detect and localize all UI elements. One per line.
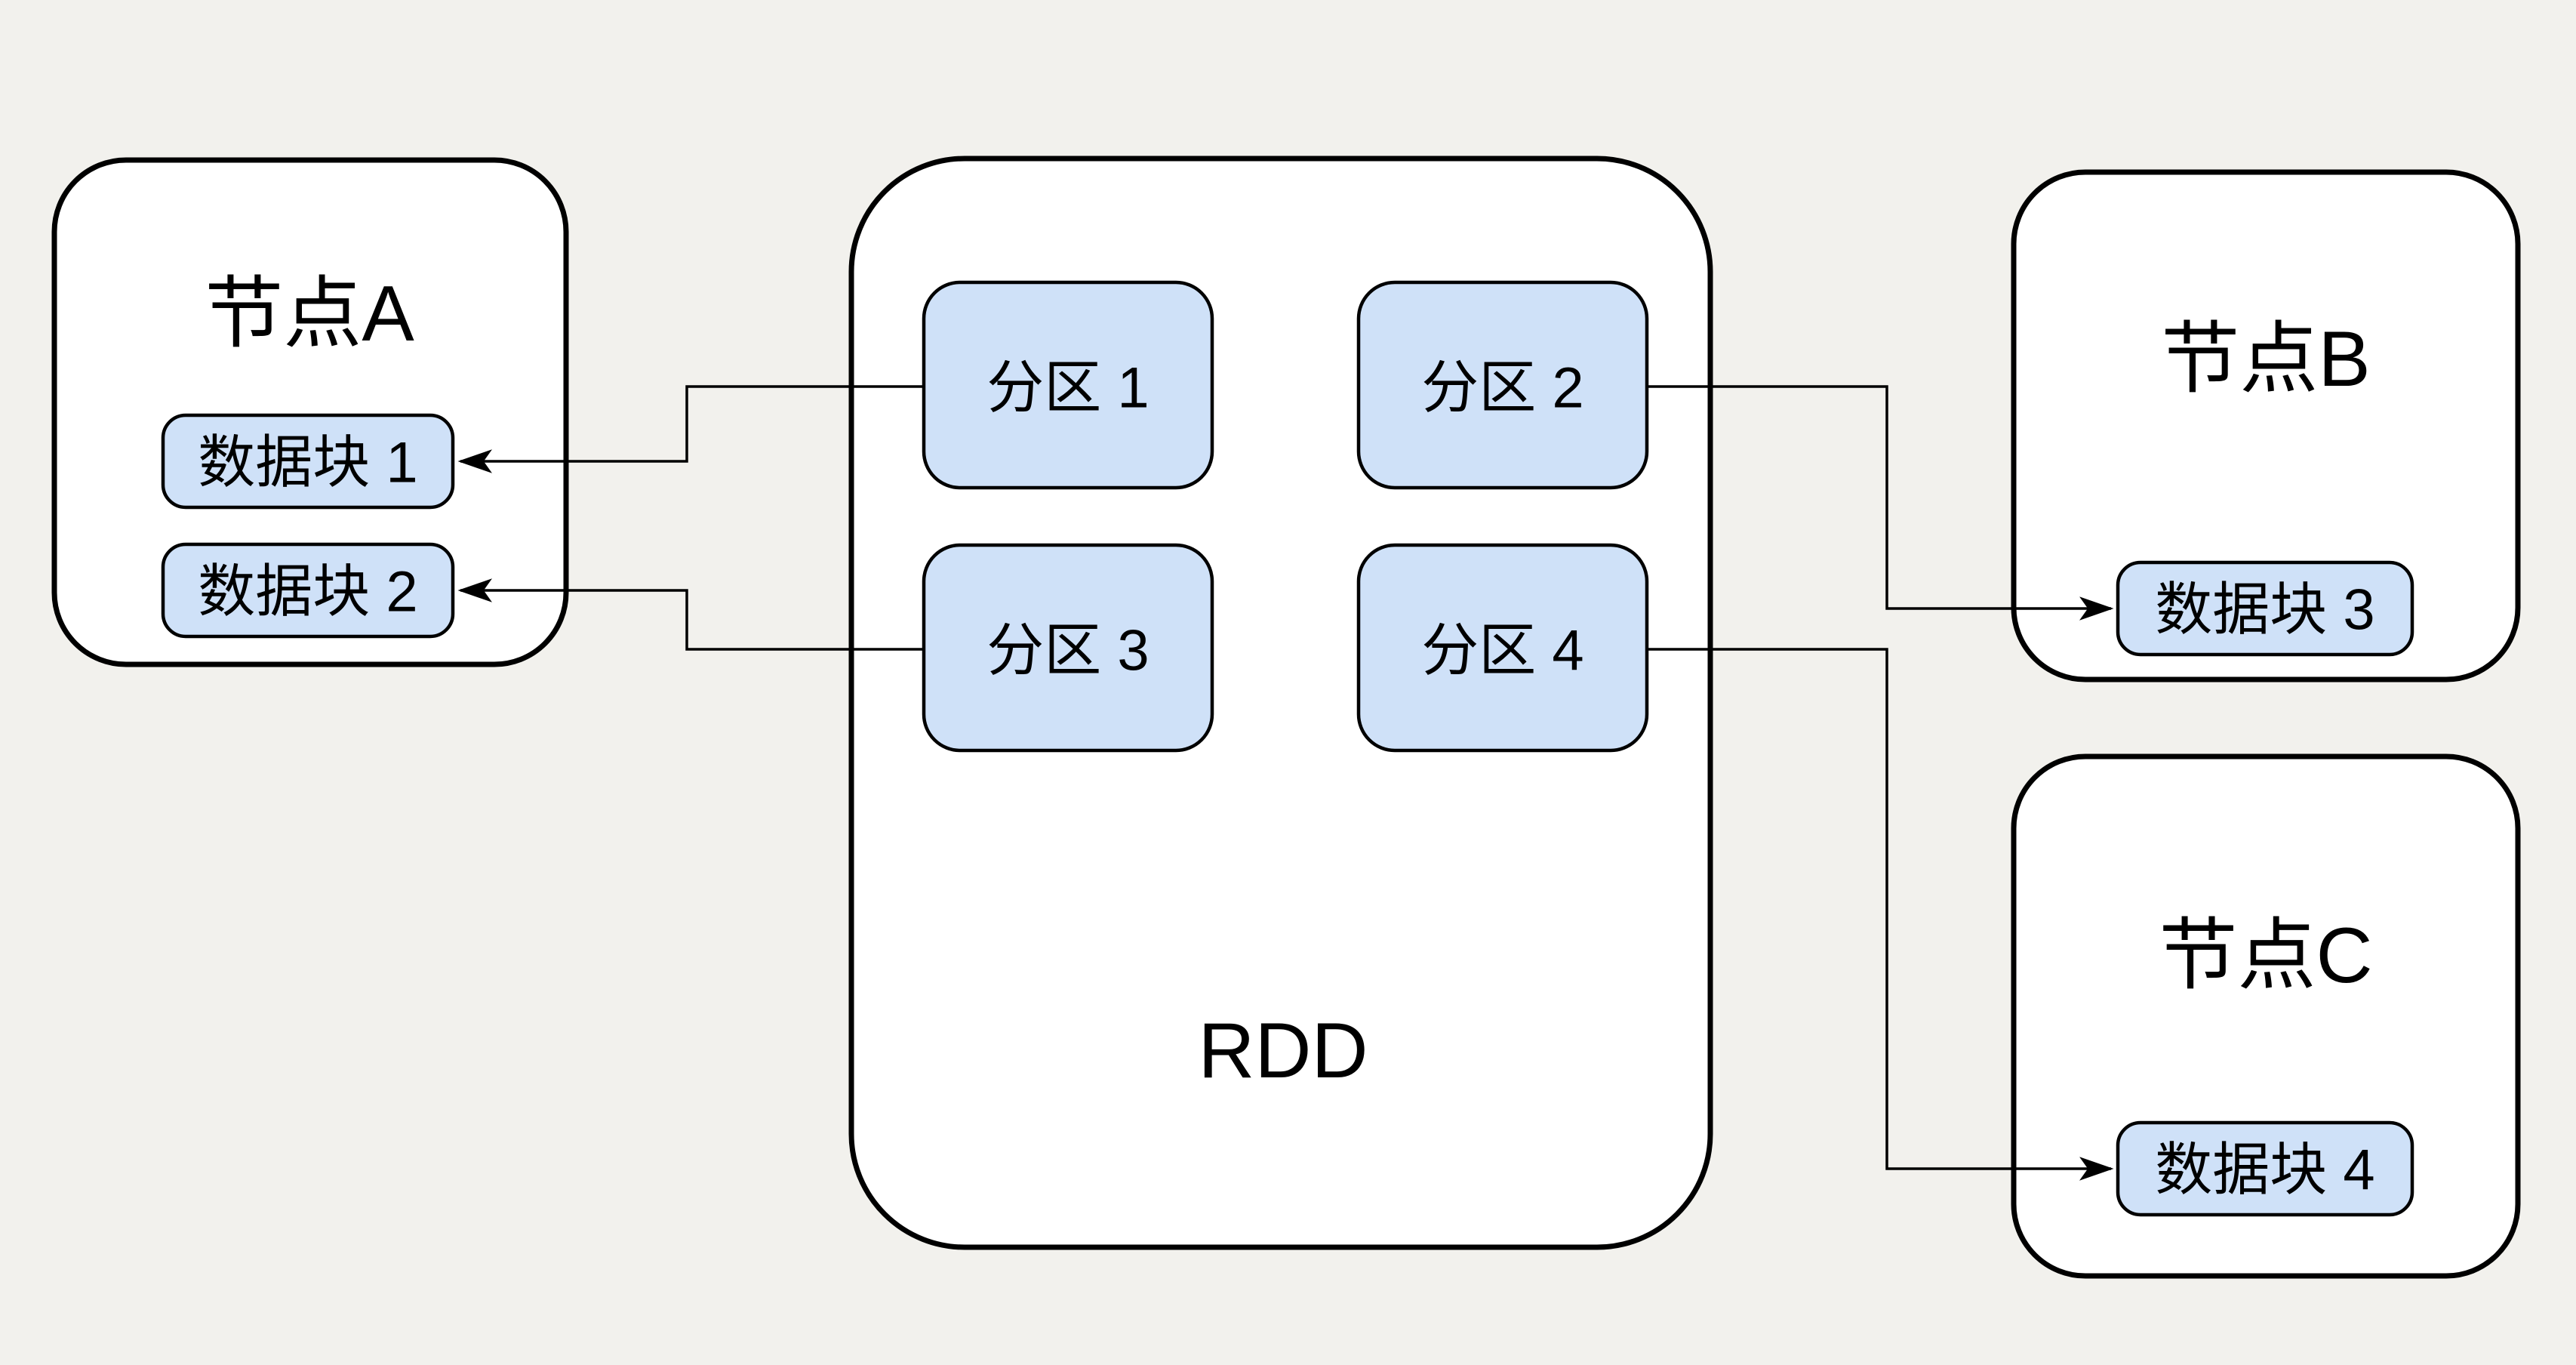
datablock-2-box — [161, 542, 455, 639]
datablock-1-box — [161, 413, 455, 510]
datablock-3-label: 数据块 3 — [2155, 578, 2374, 642]
partition-3-label: 分区 3 — [986, 619, 1149, 683]
node-c-label: 节点C — [2159, 912, 2372, 1000]
partition-3-box — [922, 543, 1214, 753]
partition-2-label: 分区 2 — [1421, 356, 1583, 421]
partition-2-box — [1356, 280, 1649, 490]
datablock-1-label: 数据块 1 — [198, 431, 417, 495]
partition-4-box — [1356, 543, 1649, 753]
partition-4-label: 分区 4 — [1421, 619, 1583, 683]
connector-partition1-datablock1 — [457, 385, 924, 473]
partition-1-box — [922, 280, 1214, 490]
connector-partition2-datablock3 — [1647, 385, 2114, 621]
datablock-4-box — [2116, 1120, 2414, 1217]
rdd-label: RDD — [1198, 1007, 1368, 1095]
node-a-box — [51, 157, 569, 667]
datablock-3-box — [2116, 560, 2414, 657]
node-b-box — [2011, 169, 2521, 682]
connector-partition3-datablock2 — [457, 578, 924, 651]
connector-partition4-datablock4 — [1647, 648, 2114, 1181]
datablock-4-label: 数据块 4 — [2155, 1139, 2374, 1203]
node-a-label: 节点A — [205, 270, 414, 358]
node-b-label: 节点B — [2161, 316, 2370, 403]
partition-1-label: 分区 1 — [986, 356, 1149, 421]
datablock-2-label: 数据块 2 — [198, 560, 417, 624]
